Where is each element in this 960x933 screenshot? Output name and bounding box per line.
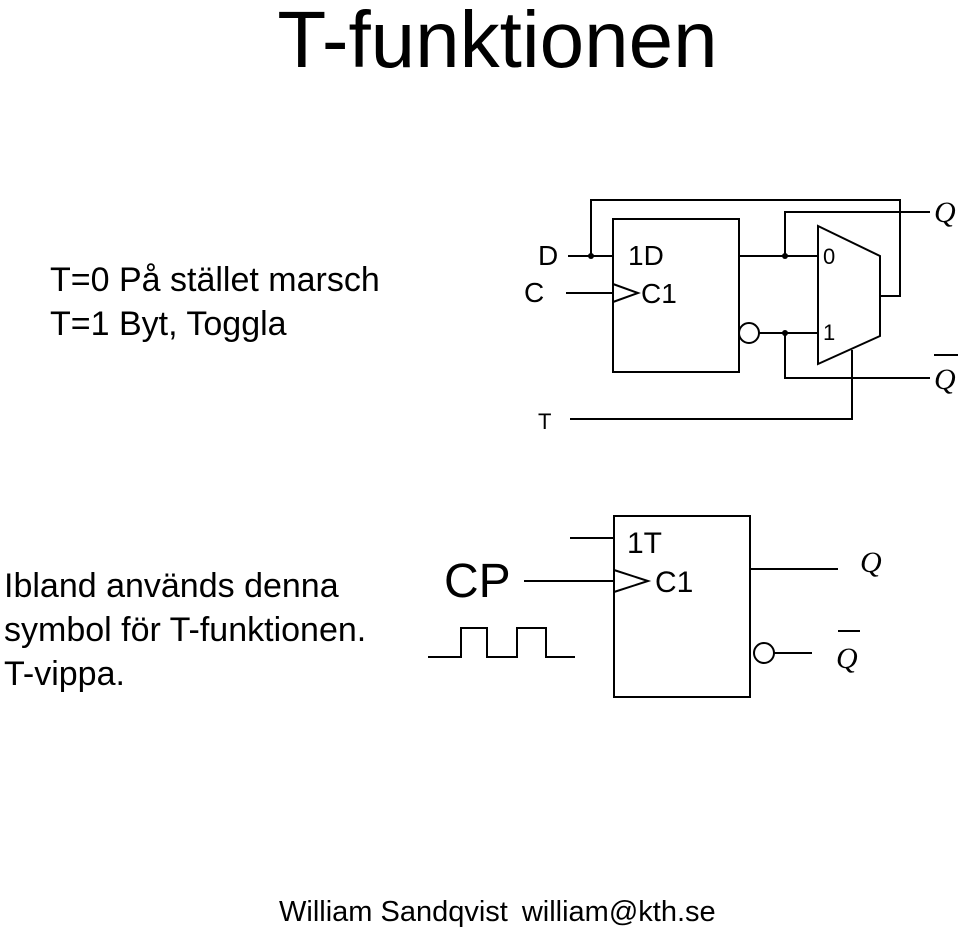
note-line-1: Ibland används denna (4, 567, 339, 605)
note-line-3: T-vippa. (4, 655, 125, 693)
footer-author: William Sandqvist (279, 896, 508, 928)
toggle-description: T=0 På stället marsch T=1 Byt, Toggla (50, 258, 380, 346)
description-line-2: T=1 Byt, Toggla (50, 305, 287, 343)
t-flipflop-box (613, 515, 751, 698)
q-output-label: Q (934, 196, 956, 229)
note-line-2: symbol för T-funktionen. (4, 611, 367, 649)
qbar-output-label: Q (836, 642, 858, 675)
c-input-label: C (524, 277, 544, 308)
qbar-inversion-bubble (738, 322, 760, 344)
d-input-label: D (538, 240, 558, 271)
flipflop-label-c1: C1 (641, 278, 677, 309)
feedback-wire (590, 199, 901, 297)
mux-input-1-label: 1 (823, 320, 835, 345)
qbar-output-label: Q (934, 363, 956, 396)
t-flipflop-symbol-diagram: CP 1T C1 Q Q (428, 515, 882, 698)
junction-dot (782, 253, 788, 259)
q-output-wire (784, 211, 930, 256)
junction-dot (782, 330, 788, 336)
junction-dot (588, 253, 594, 259)
qbar-output-wire (784, 333, 930, 379)
clock-pulse-waveform (428, 627, 575, 658)
t-input-label: T (538, 409, 551, 434)
flipflop-label-1d: 1D (628, 240, 664, 271)
footer: William Sandqvist william@kth.se (279, 894, 730, 930)
clock-triangle (612, 283, 641, 303)
flipflop-label-c1: C1 (655, 566, 693, 599)
clock-triangle (613, 569, 652, 593)
d-flipflop-mux-diagram: D C 1D C1 T 0 1 Q Q (524, 196, 958, 434)
t-select-wire (570, 350, 853, 420)
multiplexer-shape (817, 224, 881, 366)
footer-email: william@kth.se (521, 896, 716, 928)
q-output-label: Q (860, 546, 882, 579)
page-title: T-funktionen (277, 0, 718, 84)
qbar-inversion-bubble (753, 642, 775, 664)
mux-input-0-label: 0 (823, 244, 835, 269)
description-line-1: T=0 På stället marsch (50, 261, 380, 299)
flipflop-label-1t: 1T (627, 527, 662, 560)
cp-label: CP (444, 555, 511, 608)
symbol-note: Ibland används denna symbol för T-funkti… (4, 564, 366, 696)
d-flipflop-box (612, 218, 740, 373)
